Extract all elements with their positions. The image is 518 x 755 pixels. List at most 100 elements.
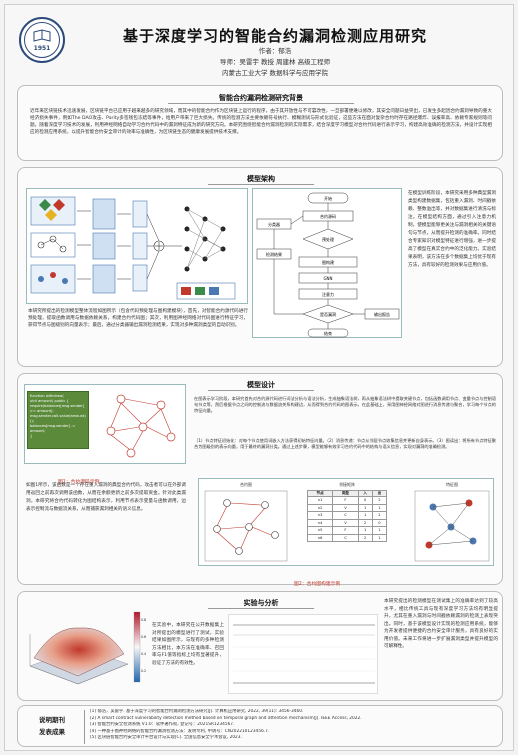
fig2-caption: 图2：合约图构建示例 xyxy=(294,570,414,589)
table-cell: 1 xyxy=(371,533,388,542)
background-text: 近年来区块链技术迅速发展，区块链平台已应用于越来越多的研究领域，而其中的智能合约… xyxy=(30,109,492,135)
background-divider xyxy=(168,103,354,104)
flow-end: 结束 xyxy=(324,330,332,336)
results-section: 实验与分析 xyxy=(17,591,503,701)
results-mid-text: 在实验中，本研究在公开数据集上对所提出的模型进行了测试，实验结果如图所示，与现有… xyxy=(152,623,224,666)
diamond-shape-yellow xyxy=(45,209,57,221)
colorbar-ticks: 0.8 0.6 0.4 0.2 xyxy=(141,612,146,680)
gnn-layer-3 xyxy=(132,264,148,292)
flowchart-svg: 开始 合约源码 预处理 图构建 GNN 注意力 是否漏洞 xyxy=(256,192,400,338)
sub-label-feature: 特征图 xyxy=(446,482,458,487)
flowchart-diagram: 开始 合约源码 预处理 图构建 GNN 注意力 是否漏洞 xyxy=(252,188,402,338)
code-line-1: uint amount) public { xyxy=(30,399,69,403)
table-cell: 2 xyxy=(357,518,373,527)
graph-node-f xyxy=(126,448,136,458)
table-cell: n2 xyxy=(306,503,334,512)
table-cell: 1 xyxy=(357,526,373,535)
output-block xyxy=(176,282,236,300)
model-design-left-text: 如图1所示，该函数是一个存在重入漏洞的典型合约代码，攻击者可以在外部调用返回之前… xyxy=(26,483,186,512)
background-title: 智能合约漏洞检测研究背景 xyxy=(219,94,303,102)
neural-network-icon xyxy=(184,206,226,272)
flow-preprocess: 预处理 xyxy=(322,236,334,242)
code-line-4: msg.sender.call.value(amount)(); xyxy=(30,414,86,423)
colorbar-tick: 0.2 xyxy=(141,669,147,673)
surface-plot-svg xyxy=(29,611,141,685)
graph-node-a xyxy=(116,394,126,404)
references-title-2: 发表成果 xyxy=(39,728,65,736)
advisor-line: 导师：吴雷宇 教授 周建林 高级工程师 xyxy=(219,58,331,66)
fig1-caption-text: 图1：合约源码示例 xyxy=(58,480,100,485)
pipeline-svg xyxy=(30,196,236,300)
call-graph-svg xyxy=(106,394,176,458)
table-cell: 2 xyxy=(357,533,373,542)
table-cell: n6 xyxy=(306,533,334,542)
poster-title: 基于深度学习的智能合约漏洞检测应用研究 xyxy=(122,27,427,45)
references-divider xyxy=(84,710,85,744)
flow-classifier: 分类器 xyxy=(268,221,280,227)
model-arch-side-text: 在模型训练阶段，本研究采用多种典型漏洞类型构建数据集，包括重入漏洞、时间戳依赖、… xyxy=(408,191,496,268)
model-arch-title: 模型架构 xyxy=(247,175,275,183)
code-line-0: function withdraw( xyxy=(30,394,64,398)
output-bar-2 xyxy=(195,287,205,295)
feature-graph-svg xyxy=(414,490,490,562)
embedding-block-2 xyxy=(92,232,116,260)
results-right-text: 本研究提出的检测模型在测试集上的准确率达到了较高水平，相比传统工具与现有深度学习… xyxy=(384,599,498,649)
surface-peak xyxy=(33,627,125,677)
table-cell: 0 xyxy=(357,496,373,505)
reference-item: [3] 智能合约安全检测系统 V1.0：软件著作权, 登记号：2021SR123… xyxy=(90,722,235,727)
table-cell: n4 xyxy=(306,518,334,527)
pipeline-diagram xyxy=(26,188,248,304)
table-cell: 0 xyxy=(371,518,388,527)
table-cell: F xyxy=(332,496,359,505)
colorbar-tick: 0.6 xyxy=(141,635,147,639)
table-cell: 1 xyxy=(357,503,373,512)
reference-item: [2] A smart contract vulnerability detec… xyxy=(90,715,362,721)
fig1-caption: 图1：合约源码示例 xyxy=(58,468,178,487)
flow-attention: 注意力 xyxy=(322,291,334,297)
results-title: 实验与分析 xyxy=(243,599,279,607)
references-list: [1] 郁浩，吴雷宇. 基于深度学习的智能合约漏洞检测方法研究[J]. 计算机应… xyxy=(90,709,498,742)
contract-graph-svg xyxy=(204,490,288,562)
results-table-figure xyxy=(228,614,378,694)
gnn-layer-1 xyxy=(132,200,148,228)
diamond-shape-red xyxy=(53,199,65,211)
poster: 1951 基于深度学习的智能合约漏洞检测应用研究 作者：郁浩 导师：吴雷宇 教授… xyxy=(4,4,514,751)
model-arch-caption: 本研究所提出的检测模型整体流程如图所示（包含代码预处理与图构建模块），首先，对智… xyxy=(28,309,248,328)
results-divider xyxy=(208,608,314,609)
flow-source: 合约源码 xyxy=(320,213,336,219)
table-cell: V xyxy=(332,518,359,527)
graph-node-c xyxy=(106,426,116,436)
table-cell: 1 xyxy=(371,503,388,512)
code-line-6: } xyxy=(30,434,33,438)
flow-report: 输出报告 xyxy=(374,311,390,317)
table-header: 出 xyxy=(371,490,388,497)
model-arch-divider xyxy=(208,184,314,185)
flow-result: 检测结果 xyxy=(266,251,282,257)
university-logo: 1951 xyxy=(19,17,65,63)
output-bar-3 xyxy=(209,287,219,295)
code-line-2: require(balances[msg.sender] xyxy=(30,404,85,408)
results-table-svg xyxy=(233,624,375,684)
sub-label-graph: 合约图 xyxy=(240,482,252,487)
reference-item: [4] 一种基于图神经网络的智能合约漏洞检测方法：发明专利, 申请号：CN202… xyxy=(90,728,270,734)
output-bar-1 xyxy=(181,287,191,295)
model-design-right-text-2: （1）节点特征初始化：对每个节点使用词嵌入方法获得初始特征向量。（2）消息传递：… xyxy=(194,438,496,450)
author-line: 作者：郁浩 xyxy=(258,47,292,55)
gnn-layer-2 xyxy=(132,232,148,260)
model-design-divider xyxy=(208,390,314,391)
flow-gnn: GNN xyxy=(323,276,332,281)
sub-label-matrix: 邻接矩阵 xyxy=(339,482,355,487)
feature-node-2 xyxy=(50,272,56,278)
table-cell: F xyxy=(332,526,359,535)
diamond-shape-green xyxy=(39,199,51,211)
graph-construction-figure: 合约图 邻接矩阵 节点 类型 入 出 xyxy=(198,478,494,566)
model-design-right-text-1: 在图表示学习阶段，本研究首先对合约源代码进行词法分析与语法分析，生成抽象语法树，… xyxy=(194,396,496,414)
embedding-block-1 xyxy=(92,198,116,230)
table-cell: n5 xyxy=(306,526,334,535)
heatmap-3d-figure: 0.8 0.6 0.4 0.2 xyxy=(24,606,148,698)
